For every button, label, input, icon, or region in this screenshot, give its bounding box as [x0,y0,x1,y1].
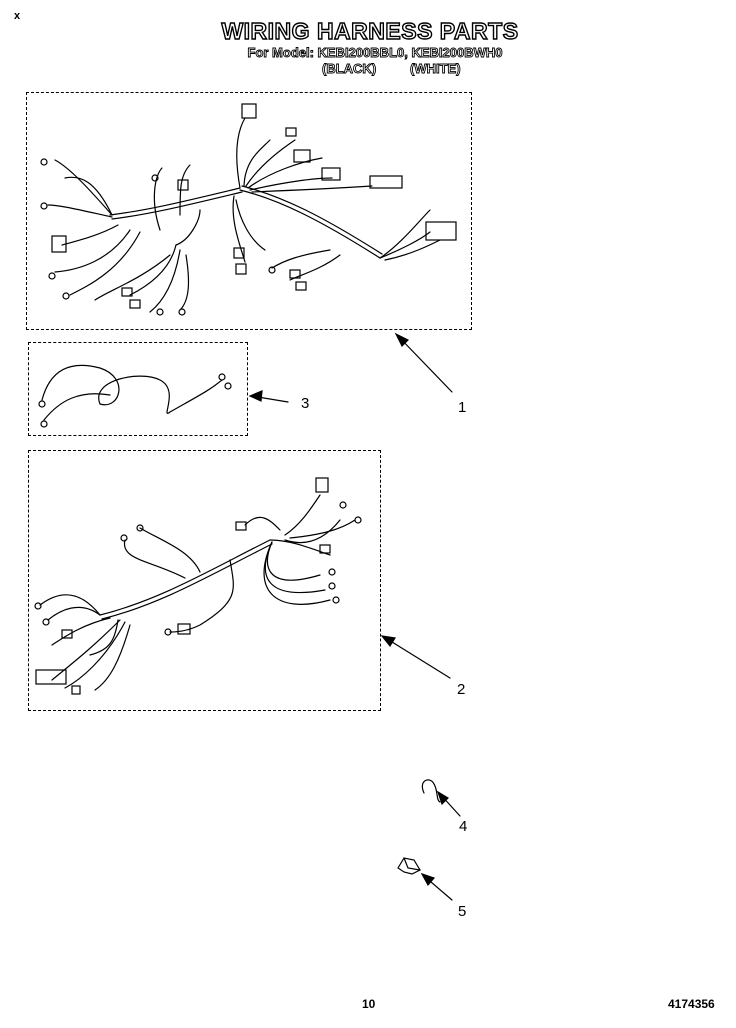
harness-1-drawing [40,103,457,316]
callout-1: 1 [458,399,467,416]
color-white-label: (WHITE) [410,61,461,77]
harness-2-drawing [34,477,362,695]
callout-3: 3 [301,395,310,412]
harness-2-box [28,450,381,711]
document-number: 4174356 [668,997,715,1011]
model-line: For Model: KEBI200BBL0, KEBI200BWH0 [247,45,503,61]
harness-3-box [28,342,248,436]
callout-5: 5 [458,903,467,920]
page-title-wrap: WIRING HARNESS PARTS [210,17,530,45]
page-number: 10 [362,997,376,1011]
clip-part-5 [397,857,421,875]
leader-arrows [248,332,461,901]
callout-4: 4 [459,818,468,835]
page-title: WIRING HARNESS PARTS [221,17,519,44]
wire-tie-part-4 [421,779,441,803]
harness-3-drawing [38,364,232,428]
callout-2: 2 [457,681,466,698]
corner-mark: x [14,10,21,22]
color-black-label: (BLACK) [322,61,377,77]
harness-1-box [26,92,472,330]
